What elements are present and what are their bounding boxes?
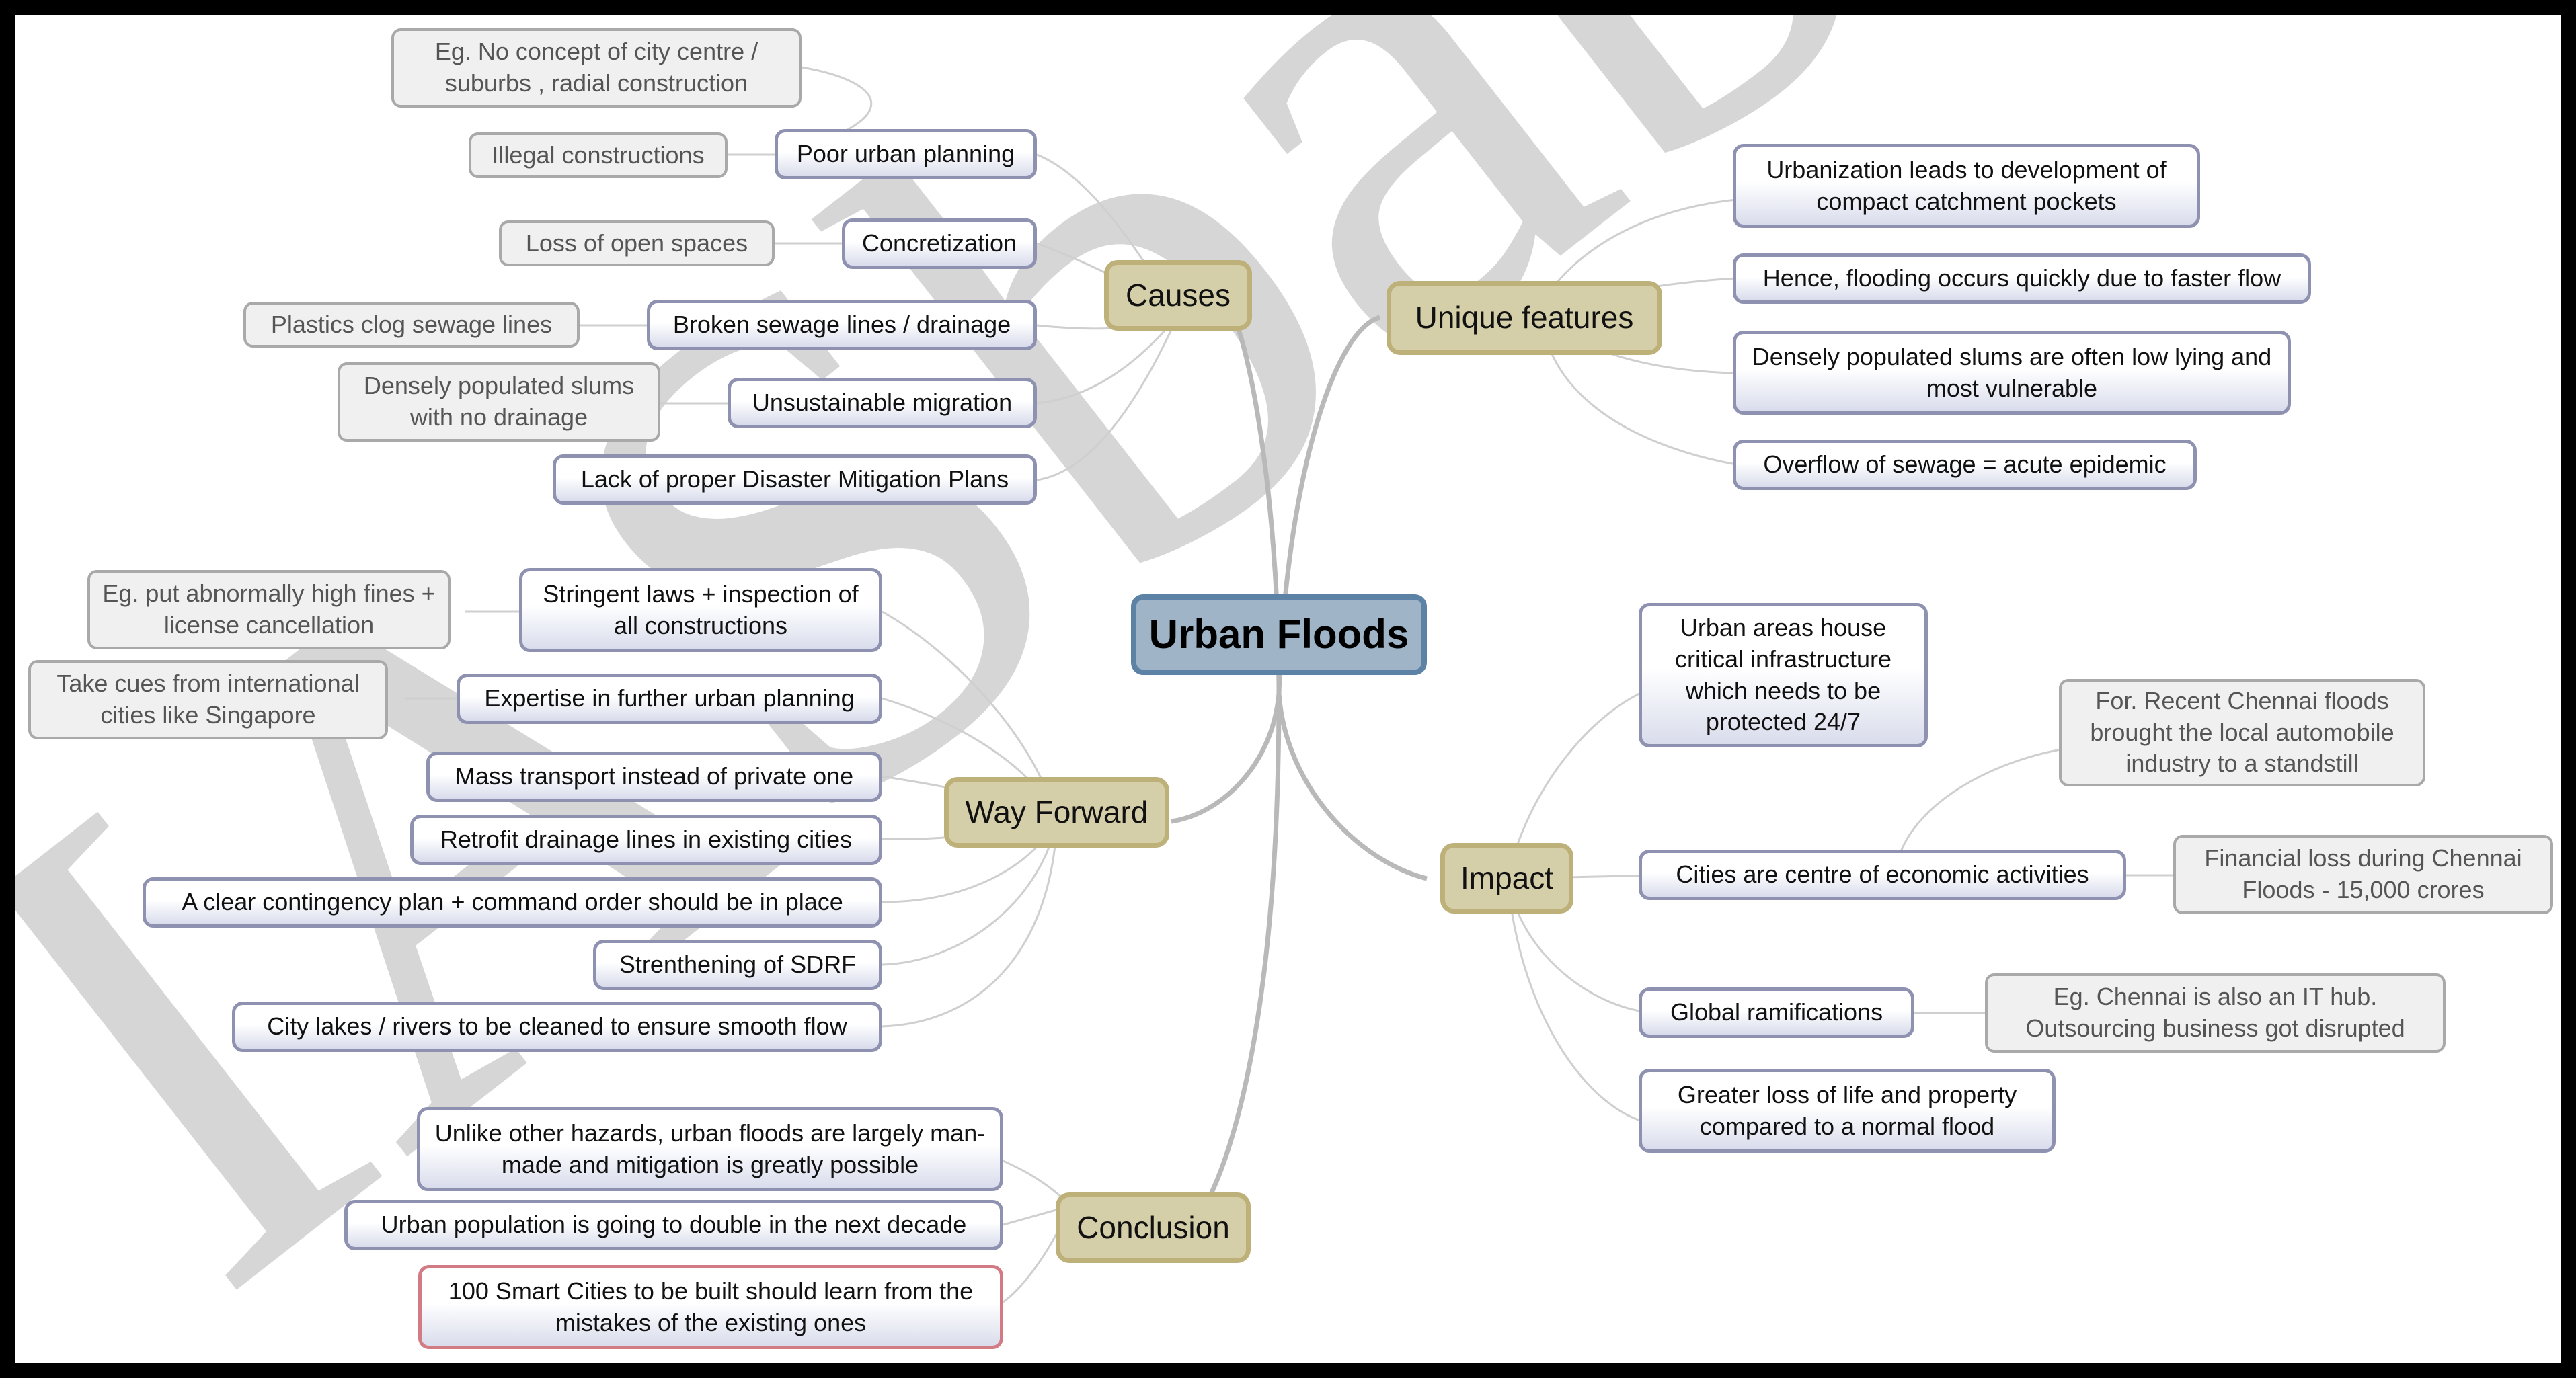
conclusion-item-man-made[interactable]: Unlike other hazards, urban floods are l… — [417, 1107, 1003, 1191]
impact-item-global-ramifications[interactable]: Global ramifications — [1639, 987, 1914, 1038]
causes-item-concretization[interactable]: Concretization — [842, 218, 1037, 269]
way-item-urban-planning-expertise[interactable]: Expertise in further urban planning — [457, 674, 882, 724]
causes-item-broken-sewage[interactable]: Broken sewage lines / drainage — [647, 300, 1037, 350]
unique-item-faster-flow[interactable]: Hence, flooding occurs quickly due to fa… — [1733, 253, 2311, 304]
link-impact — [1276, 693, 1428, 881]
unique-item-low-lying-slums[interactable]: Densely populated slums are often low ly… — [1733, 331, 2291, 415]
causes-detail-plastics[interactable]: Plastics clog sewage lines — [243, 302, 580, 348]
branch-way-forward[interactable]: Way Forward — [944, 777, 1169, 848]
conclusion-item-population-double[interactable]: Urban population is going to double in t… — [344, 1200, 1003, 1250]
branch-unique-features[interactable]: Unique features — [1387, 281, 1662, 355]
causes-detail-illegal-constructions[interactable]: Illegal constructions — [469, 132, 728, 178]
impact-detail-financial-loss[interactable]: Financial loss during Chennai Floods - 1… — [2173, 835, 2553, 914]
branch-conclusion[interactable]: Conclusion — [1056, 1192, 1251, 1263]
causes-item-unsustainable-migration[interactable]: Unsustainable migration — [728, 378, 1037, 428]
way-item-sdrf[interactable]: Strenthening of SDRF — [593, 940, 882, 990]
way-item-contingency-plan[interactable]: A clear contingency plan + command order… — [143, 877, 882, 928]
conclusion-item-smart-cities[interactable]: 100 Smart Cities to be built should lear… — [418, 1265, 1003, 1349]
central-topic[interactable]: Urban Floods — [1131, 594, 1427, 675]
link-conclusion — [1202, 693, 1282, 1207]
way-item-stringent-laws[interactable]: Stringent laws + inspection of all const… — [519, 568, 882, 652]
unique-item-sewage-epidemic[interactable]: Overflow of sewage = acute epidemic — [1733, 440, 2197, 490]
impact-item-critical-infrastructure[interactable]: Urban areas house critical infrastructur… — [1639, 603, 1928, 747]
causes-item-disaster-mitigation[interactable]: Lack of proper Disaster Mitigation Plans — [553, 454, 1037, 505]
branch-causes[interactable]: Causes — [1104, 260, 1252, 331]
way-item-mass-transport[interactable]: Mass transport instead of private one — [426, 752, 882, 802]
causes-detail-open-spaces[interactable]: Loss of open spaces — [499, 220, 775, 266]
causes-detail-no-city-centre[interactable]: Eg. No concept of city centre / suburbs … — [391, 28, 802, 108]
unique-item-catchment-pockets[interactable]: Urbanization leads to development of com… — [1733, 144, 2200, 228]
way-item-clean-lakes[interactable]: City lakes / rivers to be cleaned to ens… — [232, 1002, 882, 1052]
branch-impact[interactable]: Impact — [1440, 843, 1573, 914]
impact-item-loss-of-life[interactable]: Greater loss of life and property compar… — [1639, 1069, 2056, 1153]
way-detail-high-fines[interactable]: Eg. put abnormally high fines + license … — [87, 570, 451, 649]
impact-detail-it-hub[interactable]: Eg. Chennai is also an IT hub. Outsourci… — [1985, 973, 2446, 1053]
impact-detail-automobile-industry[interactable]: For. Recent Chennai floods brought the l… — [2059, 679, 2425, 786]
way-item-retrofit-drainage[interactable]: Retrofit drainage lines in existing citi… — [410, 815, 882, 865]
link-way — [1171, 693, 1282, 824]
causes-item-poor-urban-planning[interactable]: Poor urban planning — [775, 129, 1037, 179]
mind-map-canvas: IASbaba — [15, 15, 2561, 1363]
impact-item-economic-centres[interactable]: Cities are centre of economic activities — [1639, 850, 2126, 900]
causes-detail-slums-no-drainage[interactable]: Densely populated slums with no drainage — [338, 362, 660, 442]
way-detail-singapore[interactable]: Take cues from international cities like… — [28, 660, 388, 739]
